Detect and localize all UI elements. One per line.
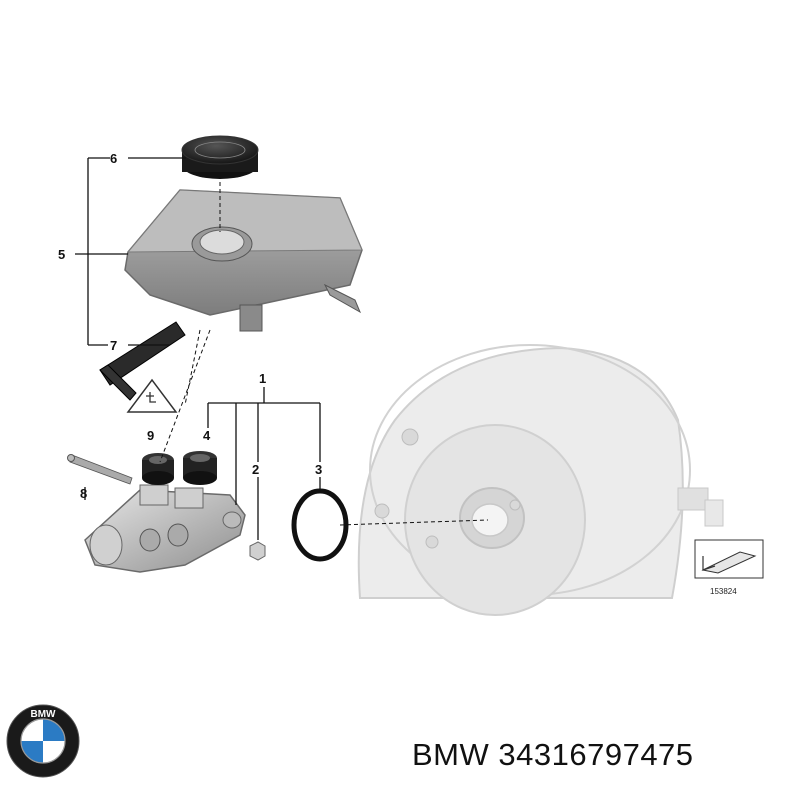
callout-4: 4 [203,428,211,443]
bmw-logo: BMW [6,704,80,778]
brake-booster [357,344,724,616]
callout-5: 5 [58,247,65,262]
callout-3: 3 [315,462,322,477]
callout-7: 7 [110,338,117,353]
pin [67,454,133,485]
part-caption: BMW 34316797475 [412,737,694,773]
callout-8: 8 [80,486,87,501]
grommet-right [183,451,217,485]
caption-part-number: 34316797475 [498,737,694,772]
level-sensor [99,321,186,401]
callout-9: 9 [147,428,154,443]
callout-2: 2 [252,462,259,477]
master-cylinder [84,484,246,573]
warning-sign-icon [126,378,178,413]
nut [249,541,266,561]
o-ring [291,488,349,562]
callout-1: 1 [259,371,266,386]
reservoir-tank [124,189,363,332]
callout-6: 6 [110,151,117,166]
caption-brand: BMW [412,737,490,772]
leader-lines [75,157,489,540]
grommet-left [142,453,174,485]
reference-box [694,539,764,579]
diagram-reference-number: 153824 [710,587,737,596]
reservoir-cap [181,135,259,179]
bmw-logo-text: BMW [31,709,57,720]
